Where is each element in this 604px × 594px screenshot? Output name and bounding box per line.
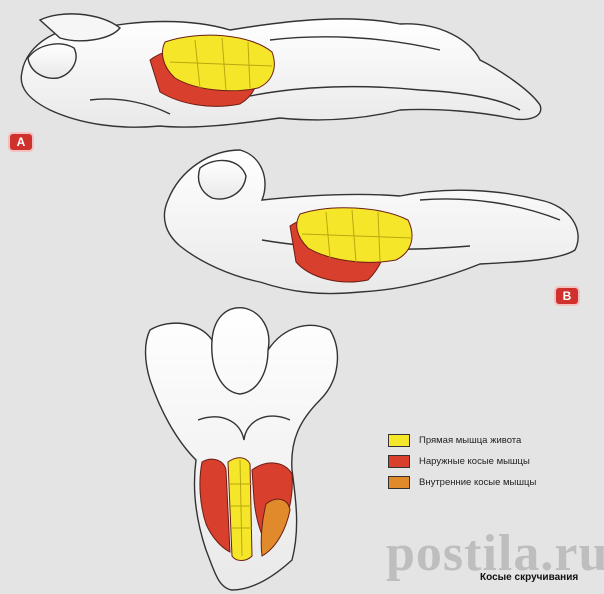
figure-c-muscles	[199, 457, 293, 561]
figure-c-body	[144, 307, 339, 591]
legend-swatch-external-obliques	[388, 455, 410, 468]
muscle-legend: Прямая мышца живота Наружные косые мышцы…	[388, 430, 588, 493]
watermark-logo: postila.ru	[386, 525, 604, 582]
figure-a-body	[20, 13, 542, 128]
legend-item-external-obliques: Наружные косые мышцы	[388, 451, 588, 472]
panel-a-badge: A	[10, 134, 32, 150]
legend-swatch-internal-obliques	[388, 476, 410, 489]
legend-label-external-obliques: Наружные косые мышцы	[419, 456, 530, 467]
legend-swatch-rectus	[388, 434, 410, 447]
figure-caption: Косые скручивания	[480, 572, 579, 583]
legend-item-rectus: Прямая мышца живота	[388, 430, 588, 451]
figure-a-muscles	[149, 34, 275, 107]
legend-label-rectus: Прямая мышца живота	[419, 435, 522, 446]
figure-b-muscles	[289, 207, 413, 283]
legend-item-internal-obliques: Внутренние косые мышцы	[388, 472, 588, 493]
legend-label-internal-obliques: Внутренние косые мышцы	[419, 477, 537, 488]
panel-b-badge: B	[556, 288, 578, 304]
